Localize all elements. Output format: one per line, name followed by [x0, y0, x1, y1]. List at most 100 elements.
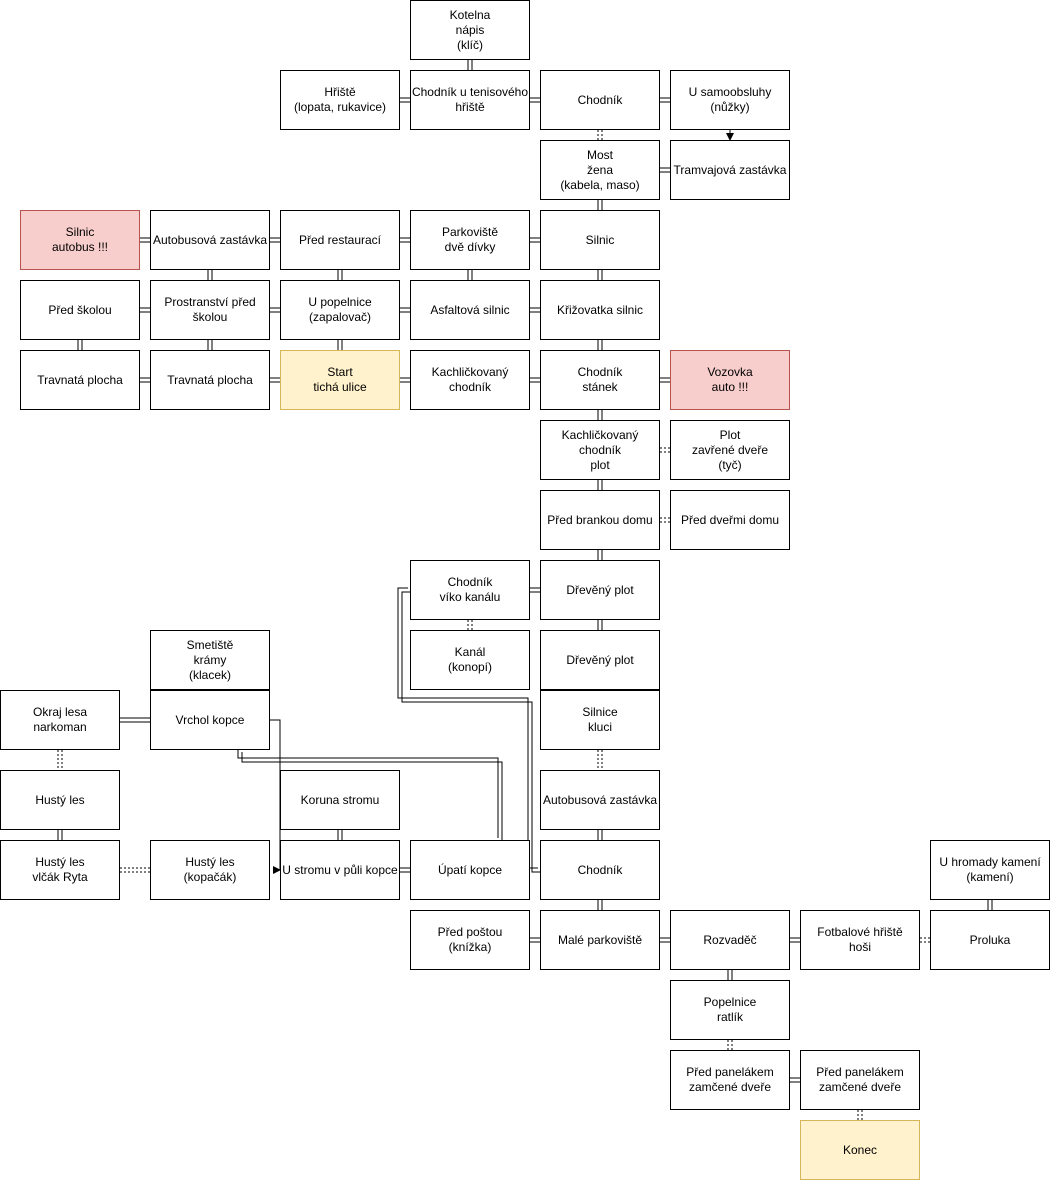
node-label-line: Asfaltová silnic — [430, 302, 510, 317]
node-label-line: Travnatá plocha — [167, 372, 253, 387]
node-label-line: stánek — [582, 380, 618, 394]
node-label-line: zamčené dveře — [688, 1080, 772, 1094]
node-label-line: (zapalovač) — [308, 310, 372, 324]
node-pred-dvermi: Před dveřmi domu — [670, 490, 790, 550]
node-pred-skolou: Před školou — [20, 280, 140, 340]
node-label-line: Parkoviště — [441, 225, 499, 239]
node-label-line: Hřiště — [324, 85, 356, 99]
node-label-line: Rozvaděč — [703, 932, 757, 947]
node-u-stromu: U stromu v půli kopce — [280, 840, 400, 900]
node-label-line: dvě dívky — [444, 240, 496, 254]
node-label-line: (lopata, rukavice) — [293, 100, 387, 114]
node-label-line: Tramvajová zastávka — [673, 162, 787, 177]
node-label-line: U popelnice — [308, 295, 372, 309]
node-label-line: hřiště — [455, 100, 485, 114]
node-label-line: Vrchol kopce — [175, 712, 245, 727]
node-label-line: Silnic — [65, 225, 95, 239]
node-label-line: Smetiště — [186, 637, 234, 652]
node-label-line: Hustý les — [185, 855, 235, 869]
node-label-line: Před školou — [48, 302, 112, 317]
node-tramvaj: Tramvajová zastávka — [670, 140, 790, 200]
node-label-line: Chodník — [447, 575, 493, 589]
node-label-line: zavřené dveře — [691, 442, 769, 457]
node-hromada: U hromady kamení(kamení) — [930, 840, 1050, 900]
node-label-line: (tyč) — [718, 457, 742, 472]
node-travnata1: Travnatá plocha — [20, 350, 140, 410]
routed-connection — [401, 591, 542, 873]
node-label-line: krámy — [193, 652, 227, 667]
node-label-line: Kotelna — [449, 7, 491, 22]
node-konec: Konec — [800, 1120, 920, 1180]
node-label-line: nápis — [455, 22, 485, 37]
node-upati: Úpatí kopce — [410, 840, 530, 900]
node-rozvadec: Rozvaděč — [670, 910, 790, 970]
node-krizovatka: Křižovatka silnic — [540, 280, 660, 340]
node-label-line: (nůžky) — [710, 100, 750, 114]
node-label-line: Chodník u tenisového — [411, 85, 529, 99]
node-label-line: (kamení) — [966, 870, 1014, 884]
node-label-line: U hromady kamení — [939, 855, 1041, 869]
routed-connection — [237, 748, 499, 838]
node-label-line: Hustý les — [35, 792, 85, 807]
node-hriste: Hřiště(lopata, rukavice) — [280, 70, 400, 130]
node-pred-brankou: Před brankou domu — [540, 490, 660, 550]
node-label-line: chodník — [578, 442, 622, 457]
node-label-line: Silnic — [585, 232, 615, 247]
node-samoobsluha: U samoobsluhy(nůžky) — [670, 70, 790, 130]
node-husty-kopacak: Hustý les(kopačák) — [150, 840, 270, 900]
node-label-line: auto !!! — [711, 380, 749, 394]
node-label-line: Start — [327, 365, 353, 379]
node-label-line: U stromu v půli kopce — [282, 862, 398, 877]
node-dreveny2: Dřevěný plot — [540, 630, 660, 690]
node-label-line: Chodník — [577, 365, 623, 379]
node-label-line: Chodník — [577, 862, 623, 877]
node-label-line: kluci — [587, 720, 612, 734]
node-label-line: Vozovka — [707, 365, 753, 379]
node-label-line: Chodník — [577, 92, 623, 107]
node-label-line: autobus !!! — [51, 240, 109, 254]
node-label-line: Před dveřmi domu — [680, 512, 780, 527]
node-label-line: Úpatí kopce — [437, 862, 503, 877]
node-label-line: tichá ulice — [313, 380, 367, 394]
node-chodnik-bottom: Chodník — [540, 840, 660, 900]
node-proluka: Proluka — [930, 910, 1050, 970]
node-label-line: Proluka — [969, 932, 1011, 947]
node-label-line: Kachličkovaný — [431, 365, 509, 379]
node-label-line: Malé parkoviště — [557, 932, 643, 947]
node-label-line: Křižovatka silnic — [556, 302, 644, 317]
node-label-line: (klíč) — [457, 37, 483, 52]
node-kanal: Kanál(konopí) — [410, 630, 530, 690]
node-label-line: chodník — [448, 380, 492, 394]
node-label-line: (knížka) — [448, 940, 492, 954]
node-label-line: školou — [192, 310, 228, 324]
node-label-line: Kachličkovaný — [561, 427, 639, 442]
node-label-line: (kabela, maso) — [560, 177, 640, 192]
node-dreveny1: Dřevěný plot — [540, 560, 660, 620]
node-autobus-zastavka-top: Autobusová zastávka — [150, 210, 270, 270]
arrow-connection — [270, 719, 284, 871]
node-label-line: Dřevěný plot — [566, 582, 634, 597]
node-label-line: Před panelákem — [686, 1065, 774, 1079]
node-pred-postou: Před poštou(knížka) — [410, 910, 530, 970]
node-label-line: Prostranství před — [164, 295, 256, 309]
node-label-line: Dřevěný plot — [566, 652, 634, 667]
node-asfaltova: Asfaltová silnic — [410, 280, 530, 340]
node-vrchol: Vrchol kopce — [150, 690, 270, 750]
node-label-line: zamčené dveře — [818, 1080, 902, 1094]
